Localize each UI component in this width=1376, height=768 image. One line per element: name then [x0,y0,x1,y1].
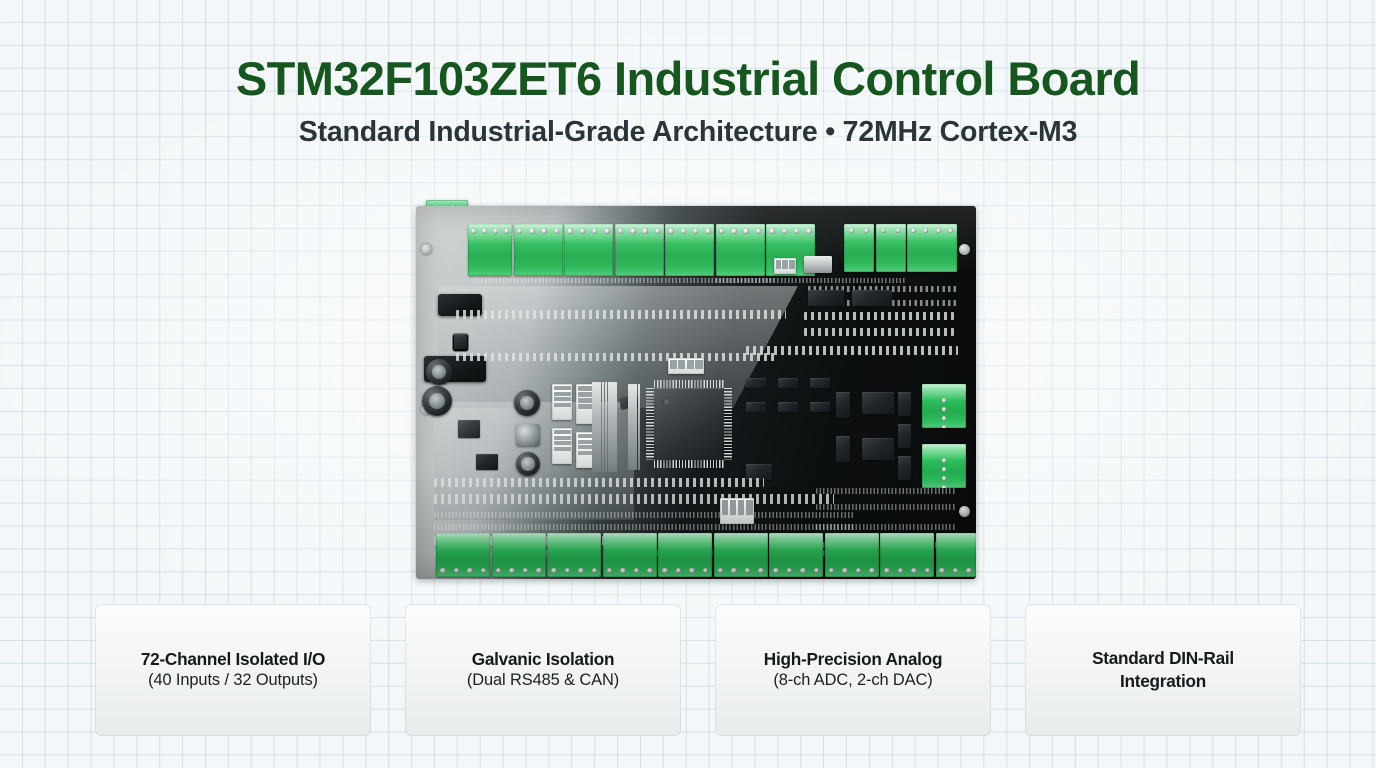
pin-header [628,384,641,470]
mount-hole [959,244,970,255]
pin-header [592,382,617,472]
badge-text-block: 72-Channel Isolated I/O (40 Inputs / 32 … [112,623,355,717]
driver-ic [898,392,911,416]
electrolytic-capacitor [516,452,540,476]
electrolytic-capacitor [426,359,452,385]
smd-component [810,402,830,412]
feature-badge-din-rail[interactable]: Standard DIN-Rail Integration [1025,604,1301,736]
top-white-connector [774,258,796,274]
mcu-pins-top [654,380,724,388]
pcb-substrate [416,206,976,579]
solder-pad-row [456,310,786,319]
badge-subtitle: (40 Inputs / 32 Outputs) [148,671,318,690]
silkscreen-labels [434,512,854,518]
smd-component [746,378,766,388]
mcu-pins-right [724,388,732,460]
smd-component [810,378,830,388]
mcu-pins-left [646,388,654,460]
bottom-terminal-strip [436,533,976,577]
white-jst-connector [668,358,704,374]
feature-badge-high-precision-analog[interactable]: High-Precision Analog (8-ch ADC, 2-ch DA… [715,604,991,736]
header: STM32F103ZET6 Industrial Control Board S… [0,52,1376,149]
badge-content-panel [95,604,371,736]
solder-pad-row [804,328,954,336]
badge-title: Standard DIN-Rail [1092,648,1234,669]
stm32-mcu [654,388,724,460]
logic-ic [808,290,844,306]
badge-title: 72-Channel Isolated I/O [140,648,326,669]
mcu-pins-bottom [654,460,724,468]
badge-text-block: High-Precision Analog (8-ch ADC, 2-ch DA… [732,623,975,717]
silkscreen-labels [716,278,906,283]
solder-pad-row [746,346,958,355]
silkscreen-labels [434,524,854,530]
feature-badge-isolated-io[interactable]: 72-Channel Isolated I/O (40 Inputs / 32 … [95,604,371,736]
power-inductor [516,424,540,446]
white-jst-connector [552,428,572,464]
logic-ic [852,290,892,306]
badge-subtitle: (8-ch ADC, 2-ch DAC) [773,671,933,690]
rs485-transceiver [862,438,894,460]
silkscreen-labels [474,278,774,283]
voltage-regulator [458,420,480,438]
electrolytic-capacitor [514,390,540,416]
control-board-graphic [416,200,976,585]
mini-usb-port [804,256,832,273]
driver-ic [836,392,850,418]
smd-component [746,402,766,412]
smd-component [778,378,798,388]
feature-badge-row: 72-Channel Isolated I/O (40 Inputs / 32 … [0,604,1376,740]
silkscreen-labels [816,488,956,494]
analog-terminal-block [922,384,966,428]
driver-ic [898,456,911,480]
analog-terminal-block [922,444,966,488]
smd-component [778,402,798,412]
badge-subtitle: Integration [1119,671,1207,691]
can-transceiver [746,464,772,480]
badge-content-panel [405,604,681,736]
badge-text-block: Standard DIN-Rail Integration [1042,623,1285,717]
white-jst-connector [720,498,754,524]
badge-content-panel [1025,604,1301,736]
top-terminal-strip-right [844,224,957,272]
solder-pad-row [434,478,764,487]
mount-hole [959,506,970,517]
solder-pad-row [434,494,834,504]
badge-content-panel [715,604,991,736]
board-photo [409,192,981,592]
page-subtitle: Standard Industrial-Grade Architecture •… [298,115,1078,148]
badge-subtitle: (Dual RS485 & CAN) [466,671,620,690]
badge-title: High-Precision Analog [763,648,943,669]
driver-ic [836,436,850,462]
silkscreen-labels [816,524,956,530]
badge-text-block: Galvanic Isolation (Dual RS485 & CAN) [422,623,665,717]
mosfet [476,454,498,470]
white-jst-connector [552,384,572,420]
top-terminal-strip-left [468,224,815,276]
rs485-transceiver [862,392,894,414]
electrolytic-capacitor [422,386,452,416]
solder-pad-row [804,312,954,320]
silkscreen-labels [816,504,956,510]
tinned-copper-region [438,286,798,408]
driver-ic [898,424,911,448]
mount-hole [421,244,432,255]
solder-pad-row [456,353,776,361]
badge-title: Galvanic Isolation [471,648,615,669]
feature-badge-galvanic-isolation[interactable]: Galvanic Isolation (Dual RS485 & CAN) [405,604,681,736]
page-title: STM32F103ZET6 Industrial Control Board [235,52,1141,105]
silkscreen-labels [808,286,958,292]
